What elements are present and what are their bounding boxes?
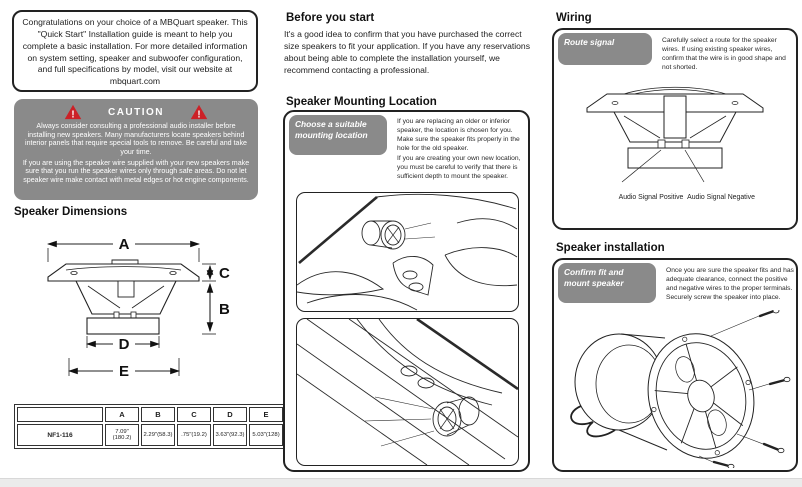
car-interior-drawing <box>297 193 518 311</box>
caution-paragraph-1: Always consider consulting a professiona… <box>25 122 247 156</box>
model-cell: NF1-116 <box>17 424 103 446</box>
before-you-start-text: It's a good idea to confirm that you hav… <box>284 29 531 76</box>
mounting-location-box: Choose a suitable mounting location If y… <box>283 110 530 472</box>
svg-text:!: ! <box>197 109 200 120</box>
warning-triangle-icon: ! <box>64 104 82 120</box>
wiring-speaker-drawing <box>586 86 764 183</box>
dim-label-b: B <box>219 301 230 318</box>
audio-signal-positive-label: Audio Signal Positive <box>618 194 684 201</box>
value-e: 5.03"(128) <box>249 424 283 446</box>
dim-label-a: A <box>119 236 130 253</box>
before-you-start-heading: Before you start <box>286 12 375 24</box>
installation-tab: Confirm fit and mount speaker <box>558 263 656 303</box>
value-a: 7.09"(180.2) <box>105 424 139 446</box>
dim-label-d: D <box>119 336 130 353</box>
dim-label-c: C <box>219 265 230 282</box>
intro-text: Congratulations on your choice of a MBQu… <box>22 17 248 87</box>
col-header-d: D <box>213 407 247 422</box>
col-header-e: E <box>249 407 283 422</box>
mounting-tab: Choose a suitable mounting location <box>289 115 387 155</box>
dim-label-e: E <box>119 363 129 380</box>
speaker-dimensions-diagram: A C B D E <box>46 236 230 380</box>
value-c: .75"(19.2) <box>177 424 211 446</box>
caution-box: ! CAUTION ! Always consider consulting a… <box>14 99 258 200</box>
page-bottom-strip <box>0 478 802 487</box>
caution-title: CAUTION <box>107 106 165 118</box>
installation-box: Confirm fit and mount speaker Once you a… <box>552 258 798 472</box>
col-header-b: B <box>141 407 175 422</box>
mounting-paragraph-1: If you are replacing an older or inferio… <box>397 118 520 153</box>
mounting-paragraph-2: If you are creating your own new locatio… <box>397 155 521 181</box>
dimensions-table: A B C D E NF1-116 7.09"(180.2) 2.29"(58.… <box>14 404 286 449</box>
speaker-installation-heading: Speaker installation <box>556 242 665 254</box>
audio-signal-negative-label: Audio Signal Negative <box>687 194 755 201</box>
table-header-row: A B C D E <box>17 407 283 422</box>
model-header-cell <box>17 407 103 422</box>
installation-paragraph: Once you are sure the speaker fits and h… <box>666 267 794 302</box>
boat-deck-drawing <box>297 319 518 465</box>
interior-illustration-top <box>296 192 519 312</box>
wiring-heading: Wiring <box>556 12 592 24</box>
col-header-a: A <box>105 407 139 422</box>
caution-header: ! CAUTION ! <box>22 104 250 120</box>
value-b: 2.29"(58.3) <box>141 424 175 446</box>
col-header-c: C <box>177 407 211 422</box>
wiring-paragraph: Carefully select a route for the speaker… <box>662 37 786 72</box>
caution-paragraph-2: If you are using the speaker wire suppli… <box>22 158 250 184</box>
wiring-tab: Route signal <box>558 33 652 65</box>
interior-illustration-bottom <box>296 318 519 466</box>
wiring-box: Route signal Carefully select a route fo… <box>552 28 798 230</box>
intro-box: Congratulations on your choice of a MBQu… <box>12 10 258 92</box>
svg-text:!: ! <box>71 109 74 120</box>
table-row: NF1-116 7.09"(180.2) 2.29"(58.3) .75"(19… <box>17 424 283 446</box>
installation-speaker-drawing <box>570 310 791 468</box>
speaker-dimensions-heading: Speaker Dimensions <box>14 206 128 218</box>
warning-triangle-icon: ! <box>190 104 208 120</box>
mounting-location-heading: Speaker Mounting Location <box>286 96 437 108</box>
value-d: 3.63"(92.3) <box>213 424 247 446</box>
